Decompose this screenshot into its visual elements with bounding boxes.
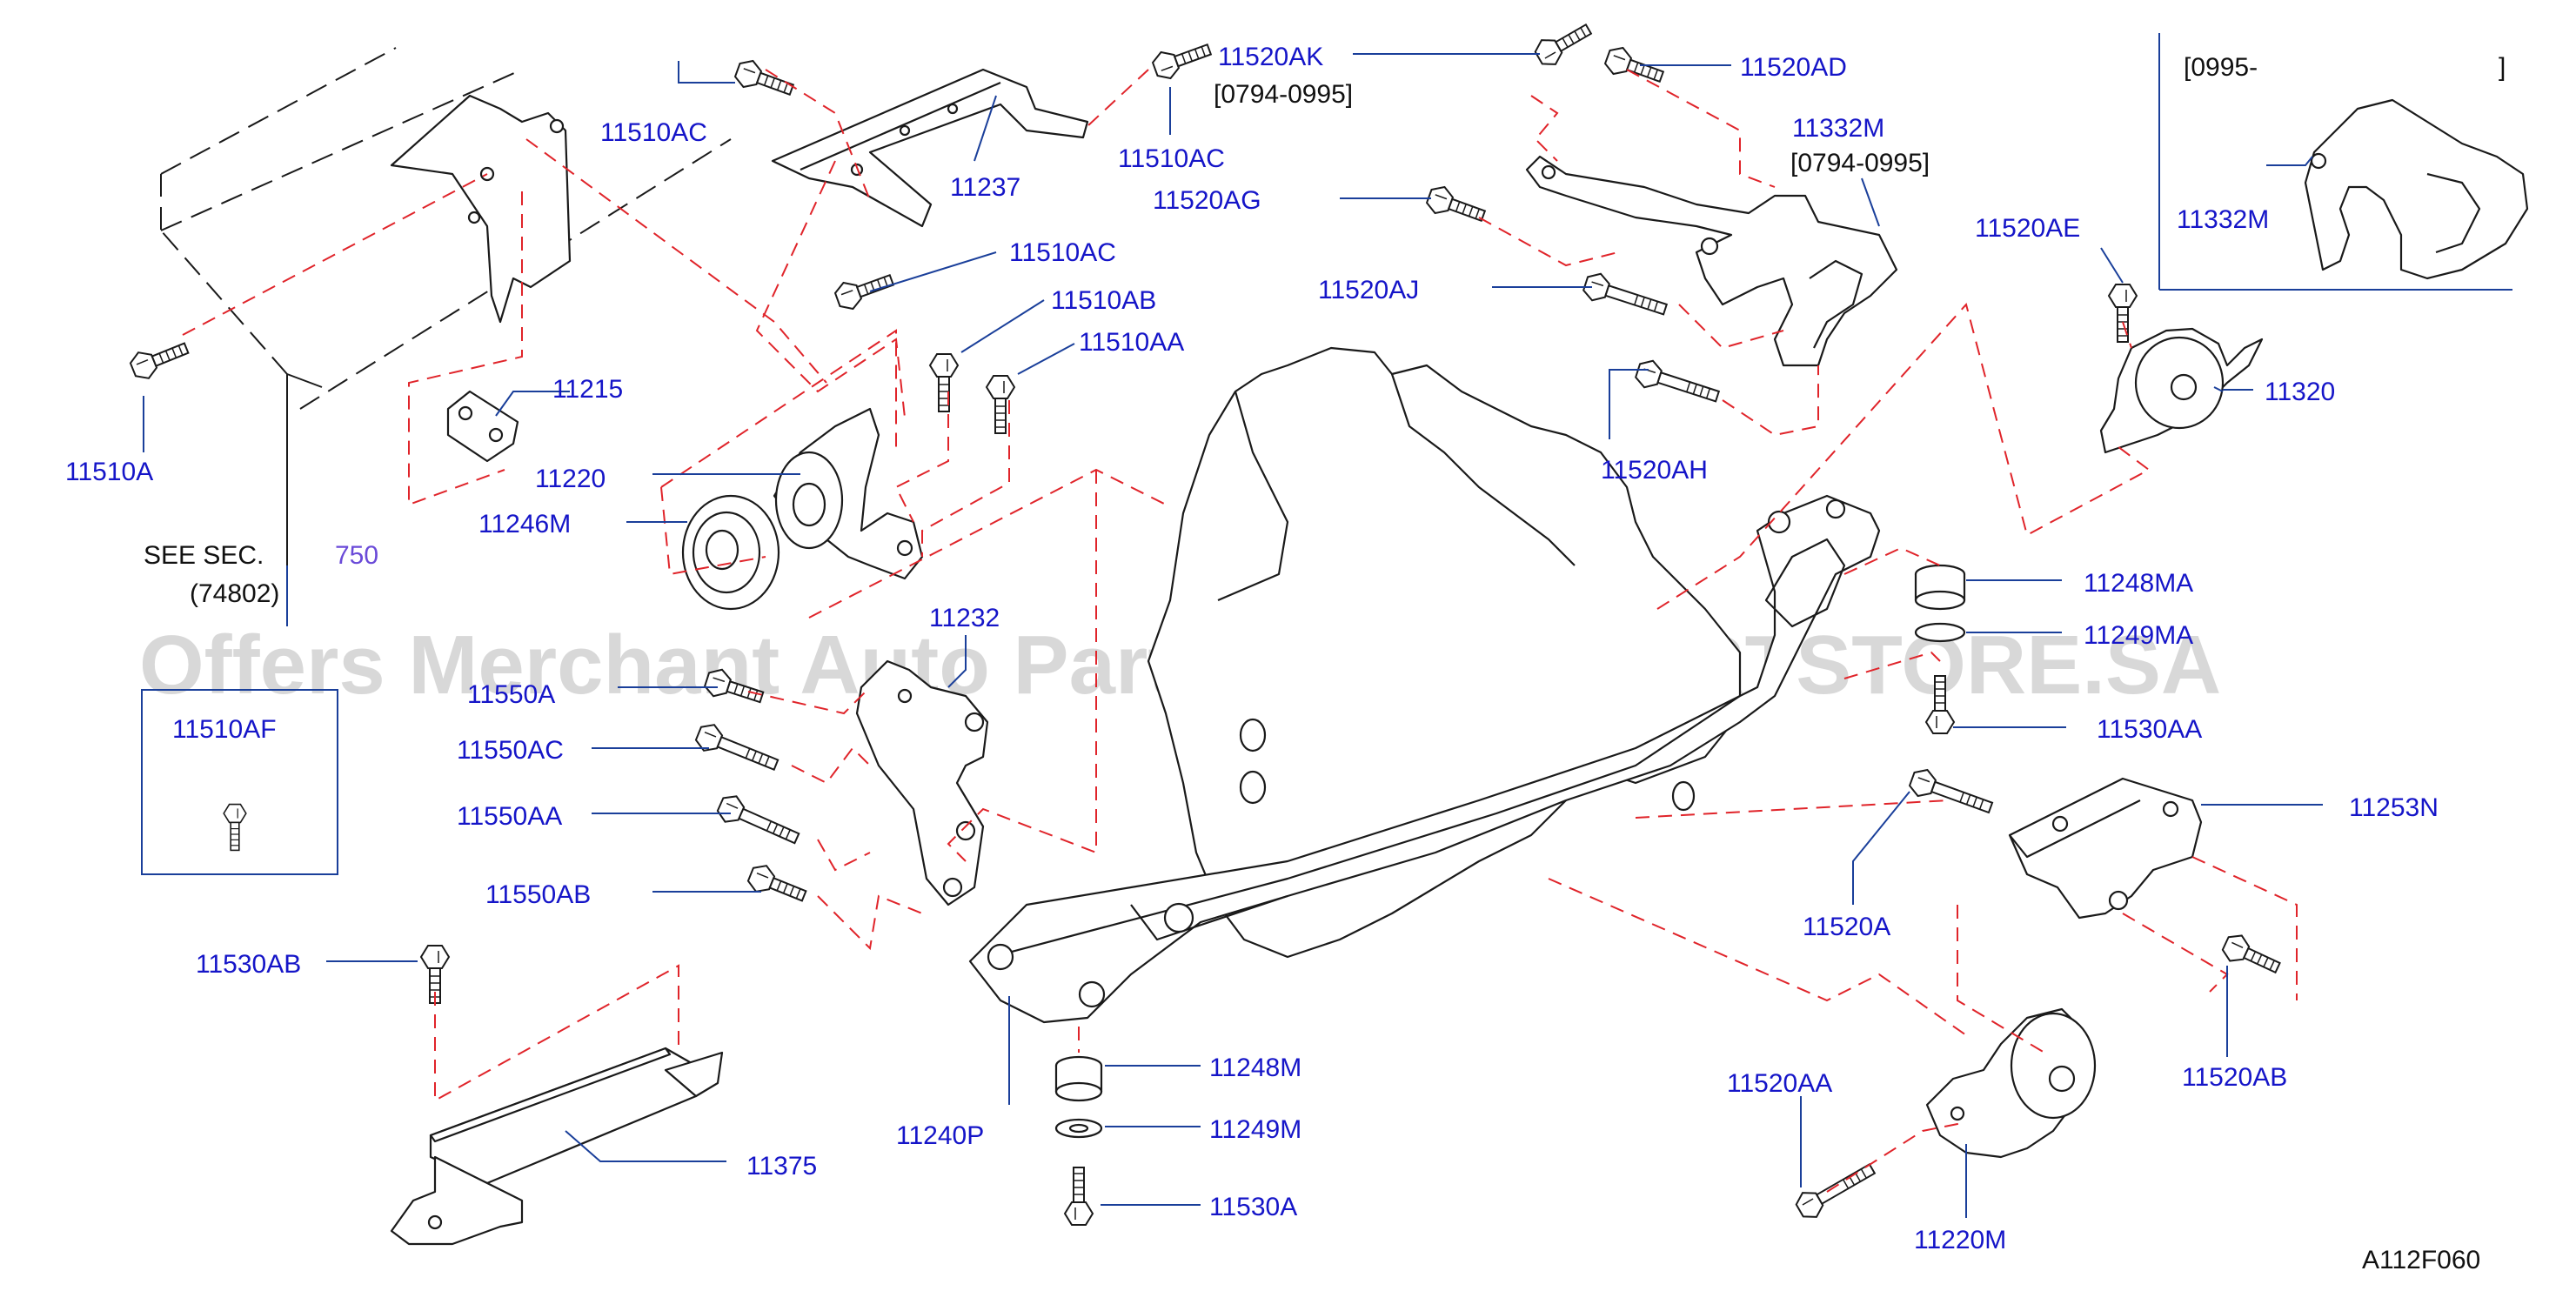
mount-bracket-11237[interactable]: [771, 68, 1089, 228]
bolt-11520AD[interactable]: [1602, 43, 1668, 91]
bolt-11510AA[interactable]: [986, 375, 1015, 434]
bolt-11520AG[interactable]: [1423, 182, 1489, 231]
bolt-11550AA[interactable]: [713, 791, 804, 853]
body-panel-phantom: [160, 47, 732, 565]
bolt-11510AC-c[interactable]: [832, 265, 898, 314]
label-11520AA[interactable]: 11520AA: [1727, 1069, 1832, 1098]
label-11520A[interactable]: 11520A: [1803, 913, 1890, 941]
label-11320[interactable]: 11320: [2265, 378, 2335, 406]
label-11530A[interactable]: 11530A: [1209, 1193, 1297, 1221]
label-11520AB[interactable]: 11520AB: [2182, 1063, 2287, 1092]
bolt-11510A[interactable]: [126, 334, 193, 384]
mount-bracket-11232[interactable]: [855, 659, 989, 906]
inset-header: [0995-: [2184, 53, 2258, 82]
bolt-11510AF[interactable]: [223, 803, 247, 852]
mount-plate-11215[interactable]: [446, 390, 519, 463]
label-11375[interactable]: 11375: [746, 1152, 817, 1181]
bolt-11520AK[interactable]: [1530, 16, 1596, 71]
label-11510AC-b[interactable]: 11510AC: [1118, 144, 1225, 173]
inset-header-close: ]: [2499, 53, 2506, 82]
engine-mount-11220M[interactable]: [1925, 1007, 2097, 1159]
bolt-11510AB[interactable]: [929, 353, 959, 412]
see-section-number[interactable]: 750: [335, 541, 378, 570]
label-11237[interactable]: 11237: [950, 173, 1020, 202]
bolt-11510AC-a[interactable]: [732, 56, 798, 104]
bolt-11530A[interactable]: [1064, 1167, 1094, 1226]
label-11248M[interactable]: 11248M: [1209, 1054, 1301, 1082]
label-11550A[interactable]: 11550A: [467, 680, 555, 709]
part-labels: 11510AC 11237 11510AC 11510AC 11510AB 11…: [65, 43, 2439, 1254]
see-section-text[interactable]: SEE SEC.: [144, 541, 264, 570]
phantom-assembly-lines: [182, 69, 2298, 1193]
label-11550AA[interactable]: 11550AA: [457, 802, 562, 831]
bolt-11520AJ[interactable]: [1580, 269, 1670, 324]
label-11249M[interactable]: 11249M: [1209, 1115, 1301, 1144]
label-11510AB[interactable]: 11510AB: [1051, 286, 1156, 315]
diagram-code: A112F060: [2362, 1246, 2480, 1274]
label-11520AJ[interactable]: 11520AJ: [1318, 276, 1419, 304]
bolt-11510AC-b[interactable]: [1149, 35, 1215, 84]
label-11550AC[interactable]: 11550AC: [457, 736, 564, 765]
label-11520AK[interactable]: 11520AK: [1218, 43, 1323, 71]
label-11332M-inset[interactable]: 11332M: [2177, 205, 2269, 234]
bolt-11520AB[interactable]: [2218, 930, 2285, 981]
control-unit-11375[interactable]: [390, 1047, 724, 1246]
label-11530AB[interactable]: 11530AB: [196, 950, 301, 979]
insulator-11246M[interactable]: [681, 494, 780, 611]
crossmember-11240P[interactable]: [968, 494, 1881, 1024]
label-11520AH[interactable]: 11520AH: [1601, 456, 1708, 485]
see-section-subref: (74802): [190, 579, 279, 608]
label-11520AE[interactable]: 11520AE: [1975, 214, 2080, 243]
inset-box-0995: [2158, 33, 2512, 291]
bolt-11520AH[interactable]: [1632, 356, 1723, 411]
inset-box-11510AF: [141, 689, 338, 875]
label-11520AG[interactable]: 11520AG: [1153, 186, 1261, 215]
label-11332M[interactable]: 11332M: [1792, 114, 1884, 143]
mount-bracket-11332M[interactable]: [1525, 155, 1898, 367]
bolt-11550AC[interactable]: [692, 719, 782, 779]
engine-block-outline: [1147, 346, 1742, 959]
label-11510AC-a[interactable]: 11510AC: [600, 118, 707, 147]
label-11510AA[interactable]: 11510AA: [1079, 328, 1184, 357]
date-range-11520AK: [0794-0995]: [1214, 80, 1353, 109]
washer-11249MA[interactable]: [1914, 622, 1966, 643]
label-11510A[interactable]: 11510A: [65, 458, 153, 486]
side-bracket: [390, 94, 572, 324]
label-11510AC-c[interactable]: 11510AC: [1009, 238, 1116, 267]
engine-mount-11220[interactable]: [773, 407, 924, 580]
label-11249MA[interactable]: 11249MA: [2084, 621, 2193, 650]
label-11510AF[interactable]: 11510AF: [172, 715, 277, 744]
label-11215[interactable]: 11215: [552, 375, 623, 404]
insulator-11248MA[interactable]: [1914, 564, 1966, 611]
label-11520AD[interactable]: 11520AD: [1740, 53, 1847, 82]
engine-mount-11320[interactable]: [2099, 327, 2264, 454]
bolt-11520AE[interactable]: [2108, 284, 2138, 343]
mount-bracket-11332M-inset[interactable]: [2304, 98, 2529, 280]
washer-11249M[interactable]: [1054, 1118, 1103, 1139]
insulator-11248M[interactable]: [1054, 1055, 1103, 1102]
label-11550AB[interactable]: 11550AB: [485, 880, 591, 909]
mount-bracket-11253N[interactable]: [2008, 777, 2203, 920]
label-11253N[interactable]: 11253N: [2349, 793, 2439, 822]
bolt-11550AB[interactable]: [744, 860, 811, 910]
label-11232[interactable]: 11232: [929, 604, 1000, 632]
label-11220[interactable]: 11220: [535, 465, 606, 493]
label-11246M[interactable]: 11246M: [478, 510, 571, 538]
label-11248MA[interactable]: 11248MA: [2084, 569, 2193, 598]
label-11240P[interactable]: 11240P: [896, 1121, 984, 1150]
date-range-11332M: [0794-0995]: [1790, 149, 1930, 177]
bolt-11520A[interactable]: [1906, 765, 1997, 822]
label-11220M[interactable]: 11220M: [1914, 1226, 2006, 1254]
label-11530AA[interactable]: 11530AA: [2097, 715, 2202, 744]
leader-lines: [143, 53, 2323, 1218]
